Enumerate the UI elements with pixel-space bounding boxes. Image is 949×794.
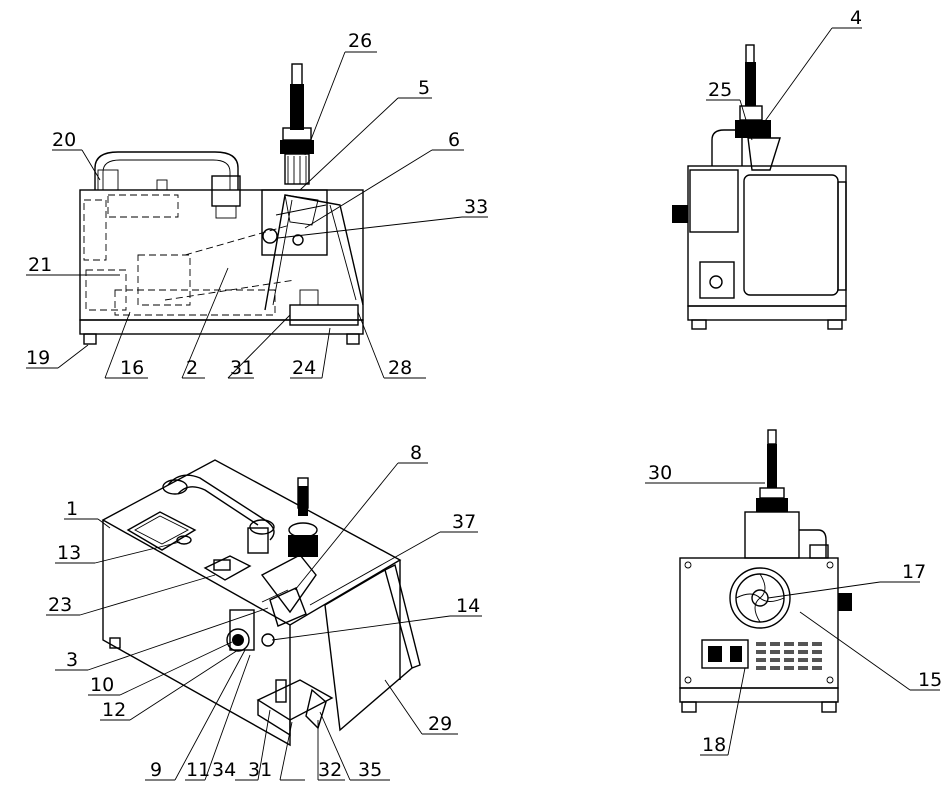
label-28: 28 <box>388 357 412 379</box>
label-17: 17 <box>902 561 926 583</box>
label-9: 9 <box>150 759 162 781</box>
label-14: 14 <box>456 595 480 617</box>
side-view-leaders <box>706 27 862 141</box>
label-23: 23 <box>48 594 72 616</box>
label-34: 34 <box>212 759 236 781</box>
rear-view-leaders <box>645 482 940 756</box>
perspective-view <box>101 459 421 747</box>
label-18: 18 <box>702 734 726 756</box>
label-12: 12 <box>102 699 126 721</box>
label-8: 8 <box>410 442 422 464</box>
label-20: 20 <box>52 129 76 151</box>
label-21: 21 <box>28 254 52 276</box>
label-25: 25 <box>708 79 732 101</box>
label-16: 16 <box>120 357 144 379</box>
label-24: 24 <box>292 357 316 379</box>
label-2: 2 <box>186 357 198 379</box>
label-35: 35 <box>358 759 382 781</box>
label-15: 15 <box>918 669 942 691</box>
label-29: 29 <box>428 713 452 735</box>
label-19: 19 <box>26 347 50 369</box>
front-view-leaders <box>26 51 488 379</box>
perspective-view-leaders <box>46 462 482 781</box>
label-4: 4 <box>850 7 862 29</box>
label-37: 37 <box>452 511 476 533</box>
rear-view <box>679 429 852 713</box>
label-31b: 31 <box>248 759 272 781</box>
front-view <box>79 63 364 345</box>
side-view <box>672 44 847 330</box>
label-26: 26 <box>348 30 372 52</box>
label-31: 31 <box>230 357 254 379</box>
label-10: 10 <box>90 674 114 696</box>
label-33: 33 <box>464 196 488 218</box>
label-3: 3 <box>66 649 78 671</box>
label-6: 6 <box>448 129 460 151</box>
label-5: 5 <box>418 77 430 99</box>
label-32: 32 <box>318 759 342 781</box>
part-labels: 26 5 6 33 20 21 19 16 2 31 24 28 4 25 8 … <box>26 7 942 781</box>
label-30: 30 <box>648 462 672 484</box>
label-1: 1 <box>66 498 78 520</box>
label-11: 11 <box>186 759 210 781</box>
label-13: 13 <box>57 542 81 564</box>
